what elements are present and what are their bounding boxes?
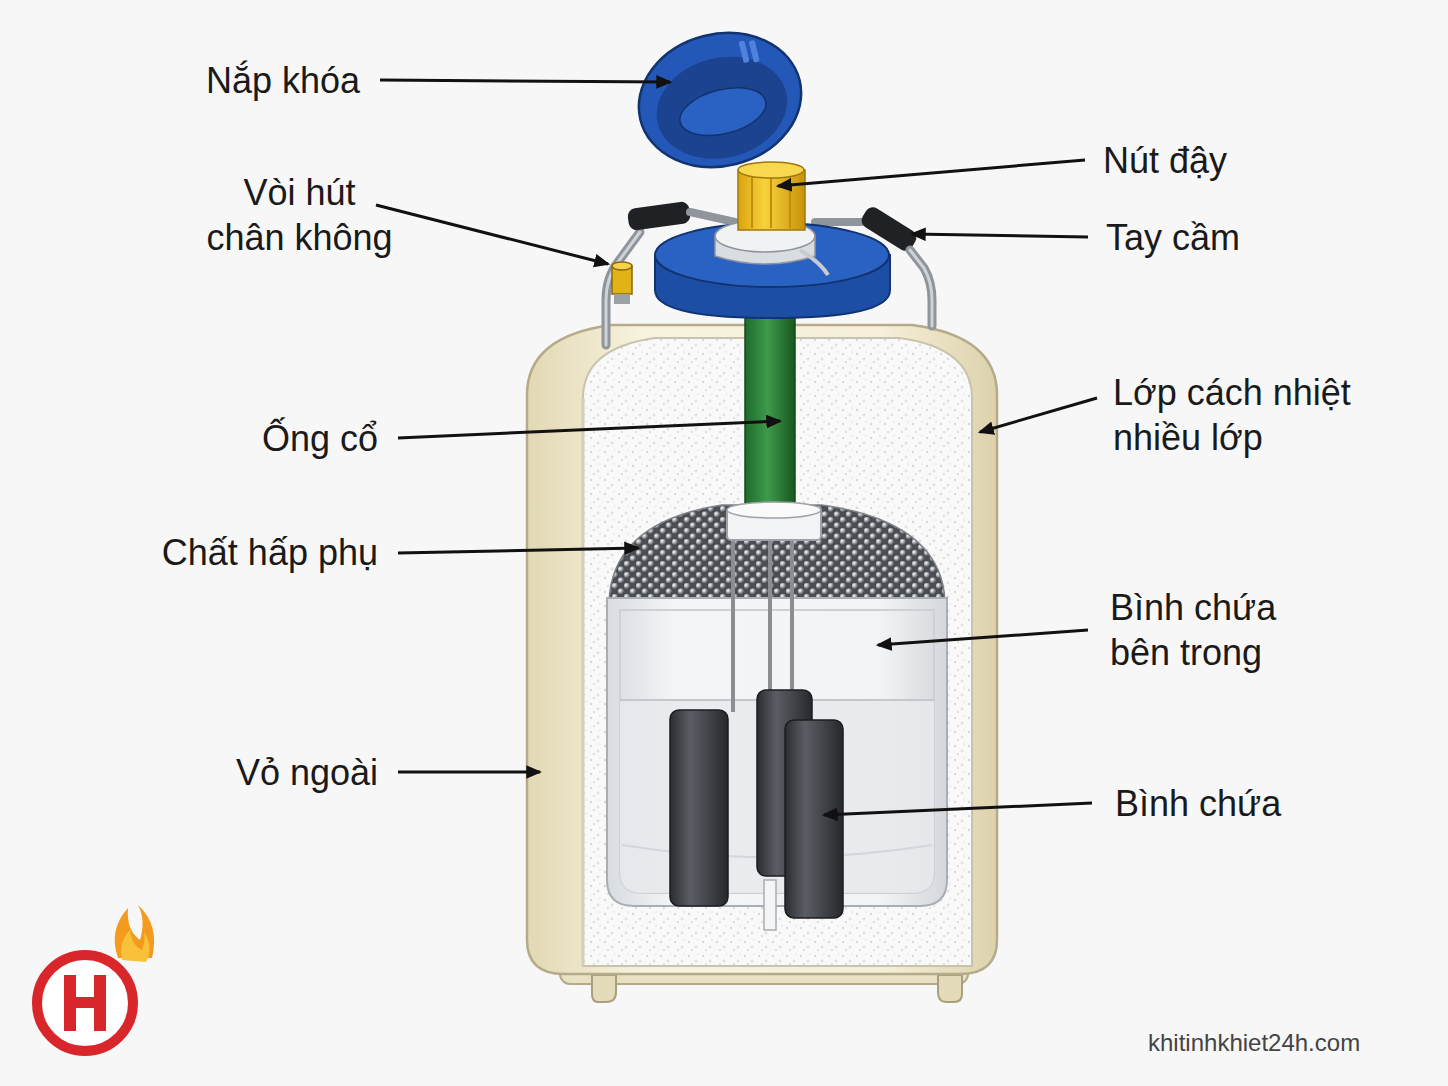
part-label: Nắp khóa (206, 58, 360, 103)
part-label: Vỏ ngoài (236, 750, 378, 795)
part-label: Bình chứa bên trong (1110, 585, 1325, 675)
part-label: Vòi hút chân không (202, 170, 397, 260)
part-label: Bình chứa (1115, 781, 1281, 826)
part-label: Ống cổ (262, 416, 378, 461)
watermark: khitinhkhiet24h.com (1148, 1028, 1360, 1058)
part-label: Lớp cách nhiệt nhiều lớp (1113, 370, 1403, 460)
logo (37, 905, 154, 1051)
leader-line (376, 80, 1097, 815)
part-label: Chất hấp phụ (162, 530, 378, 575)
part-label: Tay cầm (1106, 215, 1240, 260)
part-label: Nút đậy (1103, 138, 1227, 183)
